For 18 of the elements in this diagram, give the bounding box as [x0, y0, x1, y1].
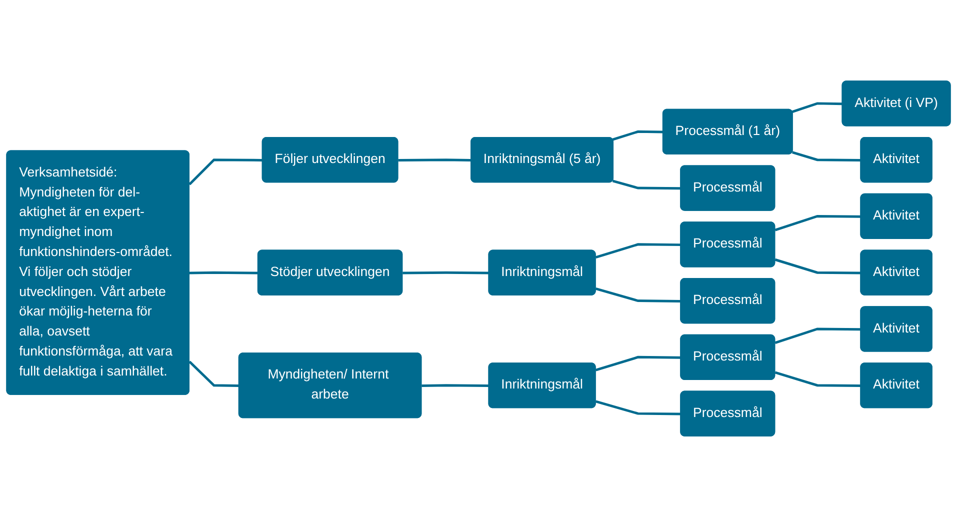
connector: [595, 400, 681, 416]
connector: [402, 271, 490, 274]
connector: [188, 158, 263, 186]
connector: [422, 384, 490, 388]
connector: [188, 360, 240, 388]
connector: [612, 180, 681, 190]
connector: [774, 258, 862, 274]
connector: [774, 371, 862, 388]
connector: [774, 328, 862, 344]
connector: [612, 130, 664, 141]
connector: [595, 243, 681, 259]
connector: [595, 288, 681, 302]
connector: [774, 214, 862, 232]
connector: [792, 151, 862, 162]
connector: [792, 102, 843, 114]
connector: [398, 158, 472, 162]
connector: [595, 356, 681, 372]
connector: [189, 271, 258, 274]
